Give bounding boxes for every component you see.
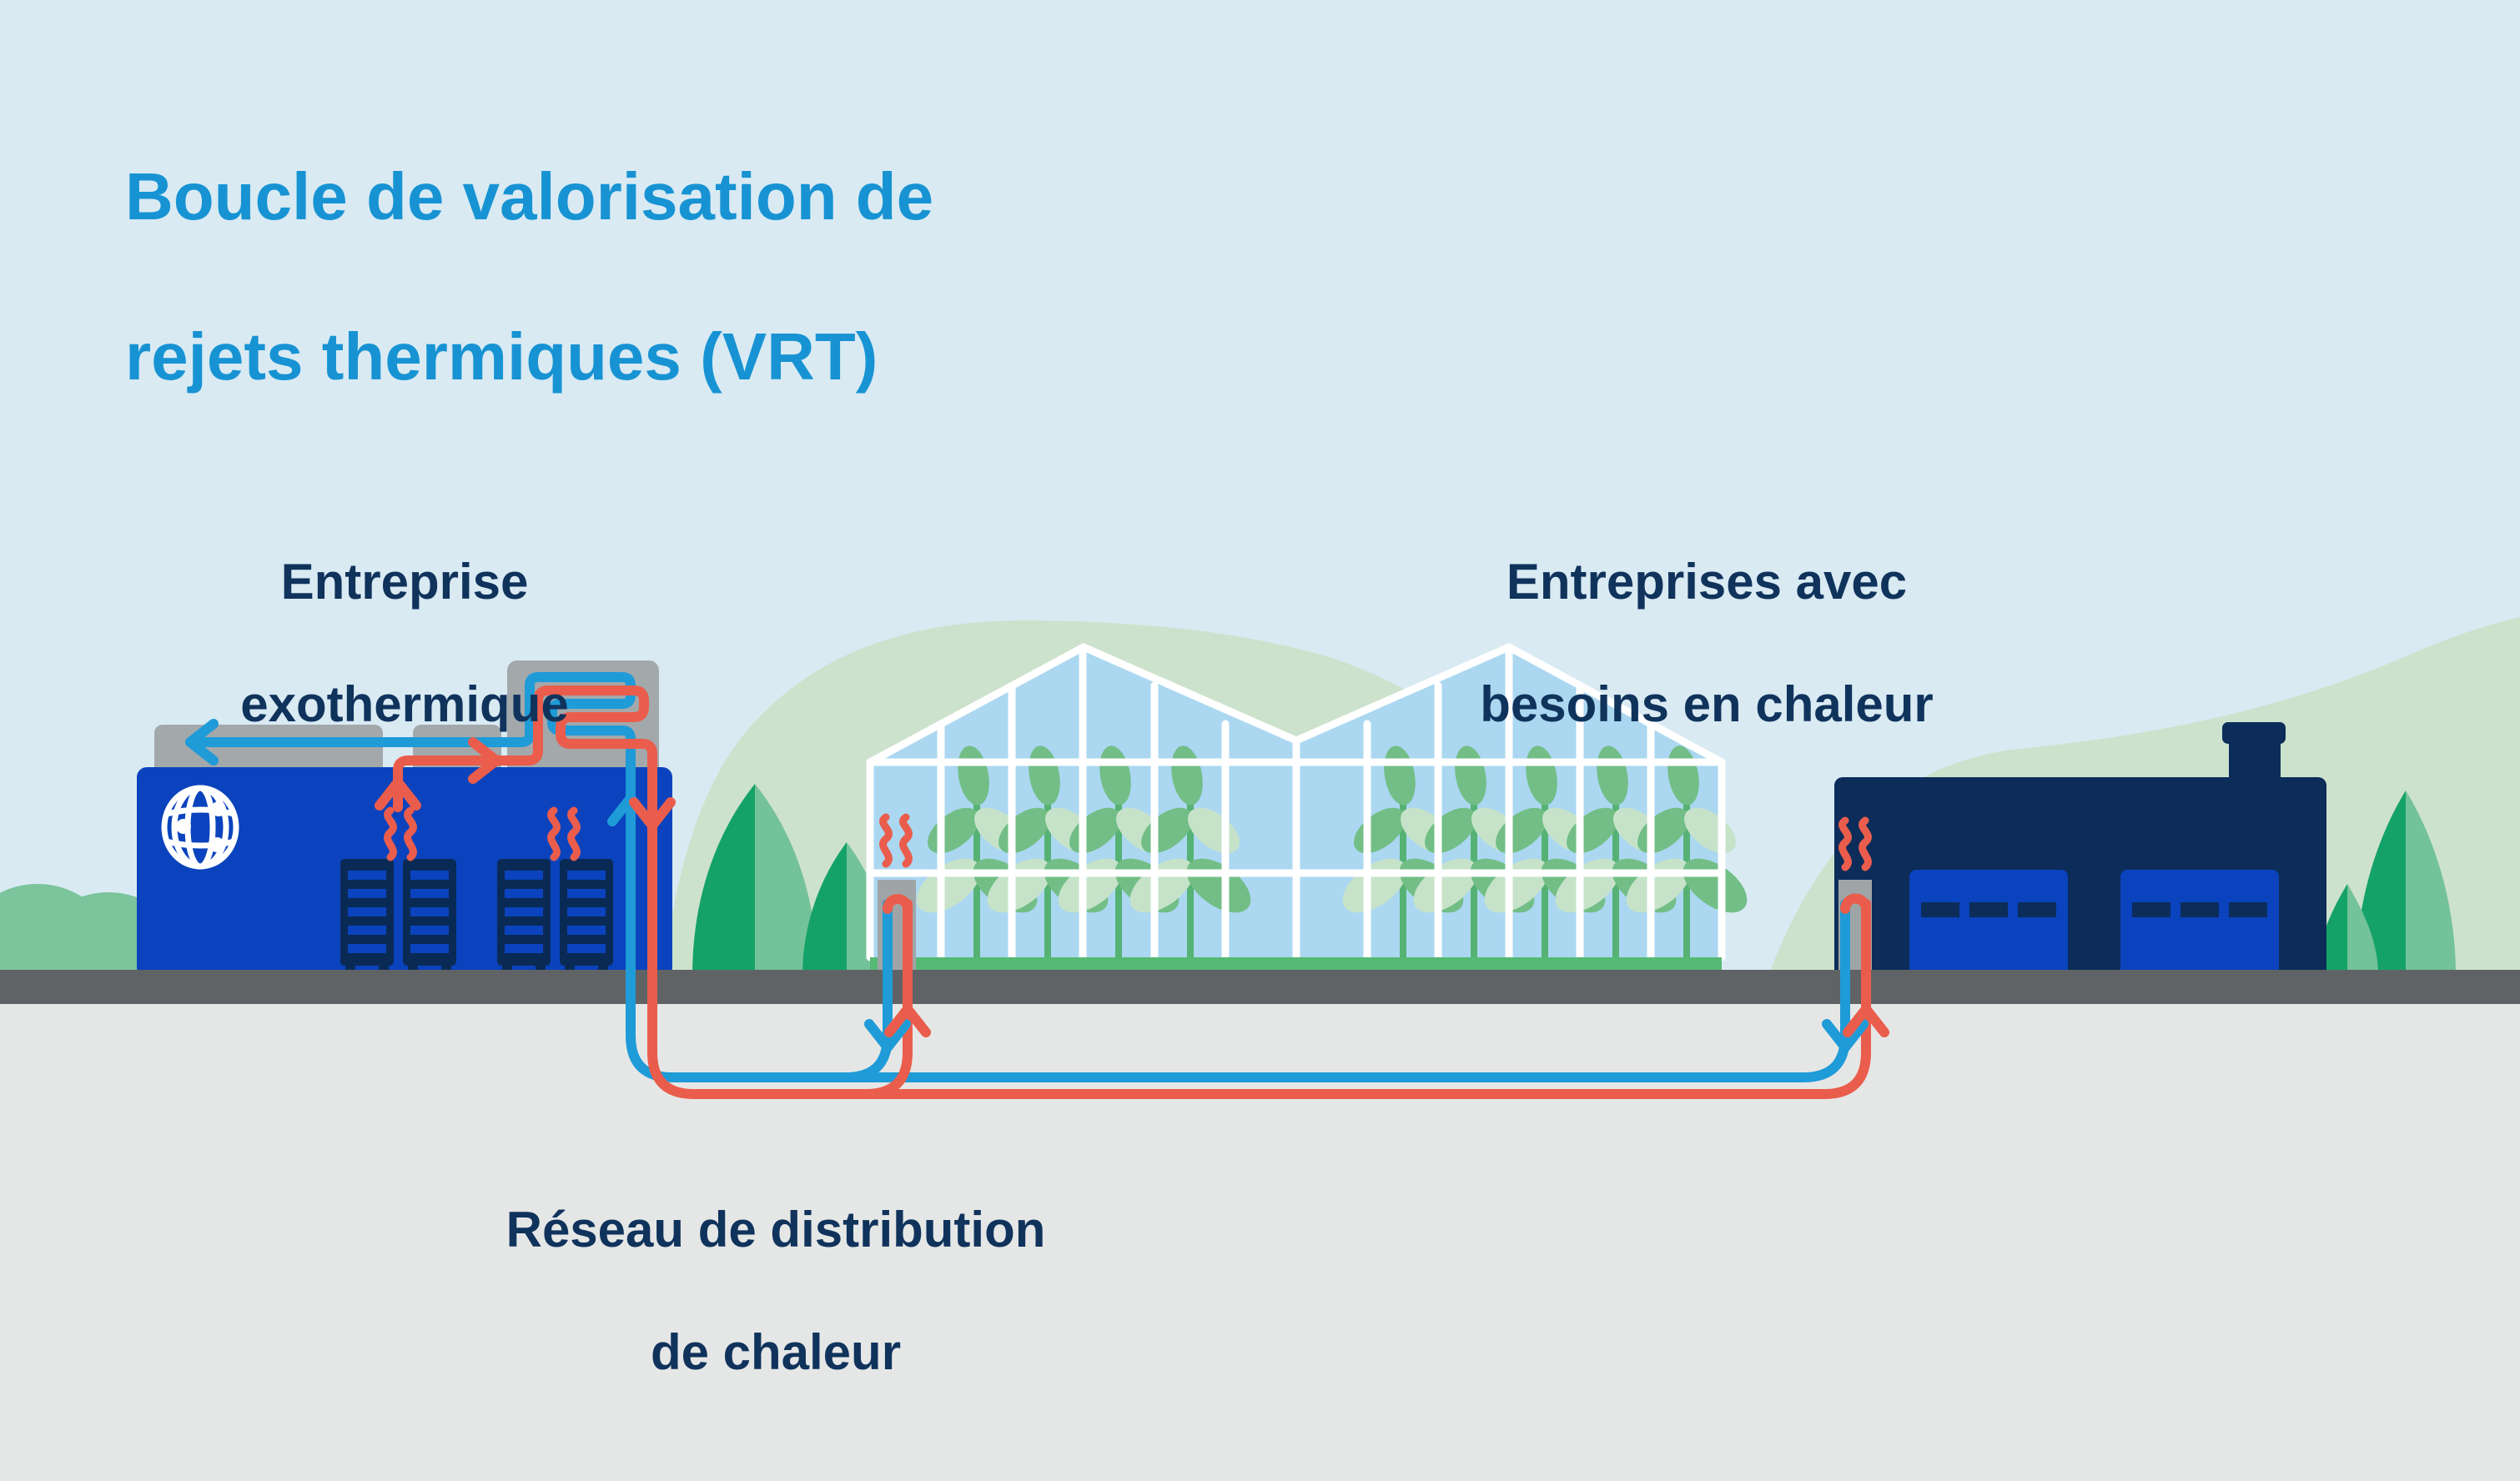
pipe-hot-main: [393, 685, 1871, 1099]
label-line: Réseau de distribution: [506, 1202, 1046, 1258]
label-line: exothermique: [240, 675, 569, 732]
pipe-hot-red: [393, 685, 1871, 1099]
chimney-cap: [2222, 722, 2286, 744]
consumer-building: [1834, 722, 2326, 977]
greenhouse: [866, 642, 1757, 972]
label-heat-network: Réseau de distribution de chaleur: [484, 1138, 1068, 1443]
pipe-cold-greenhouse-riser: [841, 899, 893, 1082]
page-title: Boucle de valorisation de rejets thermiq…: [125, 77, 933, 477]
label-line: Entreprise: [280, 554, 529, 610]
district-heating-pipes: [185, 672, 1889, 1099]
pipe-u-turn: [1840, 893, 1871, 914]
road: [0, 970, 2520, 1004]
label-line: besoins en chaleur: [1480, 675, 1934, 732]
greenhouse-base: [870, 957, 1722, 972]
label-line: de chaleur: [650, 1323, 902, 1380]
tree: [692, 784, 817, 976]
pipe-hot-greenhouse-riser: [861, 899, 913, 1099]
label-heat-consumers: Entreprises avec besoins en chaleur: [1456, 490, 1957, 796]
pipe-u-turn: [883, 894, 913, 914]
label-line: Entreprises avec: [1506, 554, 1908, 610]
title-line-1: Boucle de valorisation de: [125, 159, 934, 233]
globe-icon: [161, 785, 239, 870]
exothermic-company-building: [137, 767, 672, 977]
flow-arrow-icon: [185, 719, 1869, 1052]
chimney: [2229, 739, 2281, 782]
garage-door: [1909, 870, 2068, 977]
greenhouse-mullions: [866, 642, 1726, 961]
title-line-2: rejets thermiques (VRT): [125, 319, 878, 394]
underground: [0, 1004, 2520, 1481]
flow-arrow-icon: [375, 737, 1889, 1037]
label-exothermic-company: Entreprise exothermique: [154, 490, 655, 796]
garage-door: [2120, 870, 2279, 977]
